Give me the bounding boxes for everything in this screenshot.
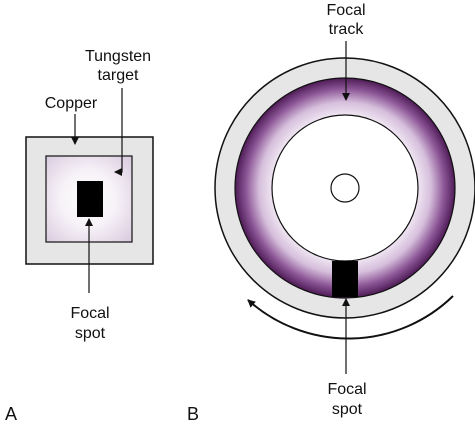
focal-spot-label-b-line1: Focal — [327, 381, 366, 398]
focal-track-label-line1: Focal — [326, 2, 365, 19]
panel-b: Focal track Focal spot B — [187, 2, 475, 424]
focal-track-label-line2: track — [329, 21, 365, 38]
panel-letter-a: A — [5, 404, 17, 424]
tungsten-leader-arrow — [114, 88, 123, 176]
tungsten-label-line1: Tungsten — [85, 48, 151, 65]
copper-label: Copper — [45, 95, 98, 112]
focal-spot-label-a-line2: spot — [75, 325, 106, 342]
anode-center-hole — [330, 173, 360, 203]
rotation-direction-arrow — [247, 295, 454, 340]
panel-letter-b: B — [187, 404, 199, 424]
tungsten-label-line2: target — [98, 67, 139, 84]
panel-a: Tungsten target Copper Focal spot A — [5, 48, 154, 424]
focal-spot-label-b-line2: spot — [332, 401, 363, 418]
focal-spot-block-a — [77, 181, 103, 217]
focal-spot-label-a-line1: Focal — [70, 305, 109, 322]
focal-spot-block-b — [332, 261, 358, 297]
